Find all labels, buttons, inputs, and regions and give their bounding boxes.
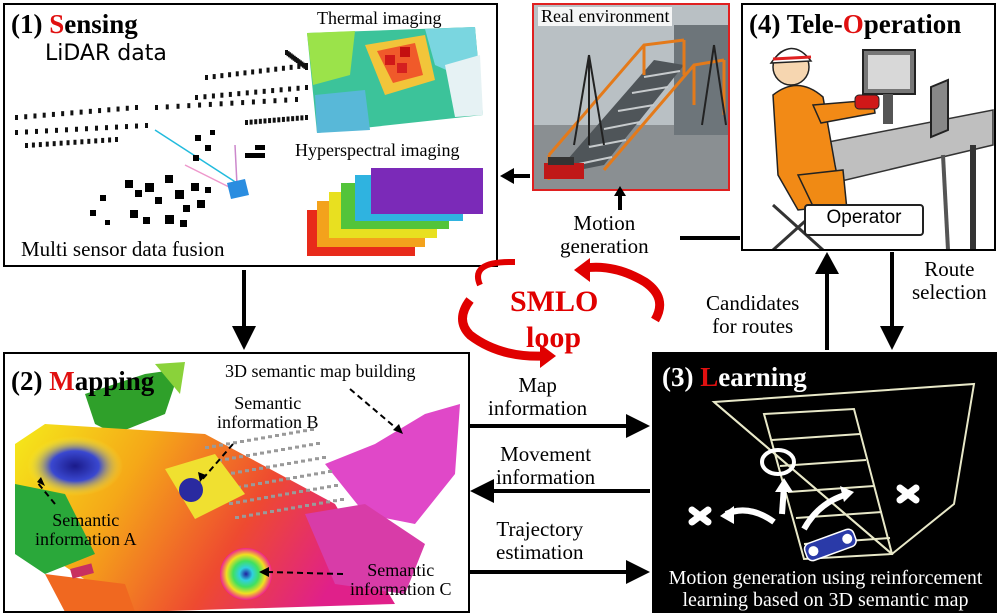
teleoperation-panel: (4) Tele-Operation Operator	[741, 3, 996, 251]
semantic-map	[15, 362, 460, 611]
learning-caption: Motion generation using reinforcement le…	[668, 567, 983, 611]
movement-information-label: Movement information	[496, 442, 596, 489]
operator-illustration	[769, 47, 994, 249]
motion-generation-label: Motion generation	[560, 211, 649, 258]
thermal-label: Thermal imaging	[317, 8, 442, 28]
map-building-label: 3D semantic map building	[225, 361, 416, 381]
trajectory-estimation-label: Trajectory estimation	[496, 517, 584, 564]
learning-bridge-diagram	[688, 382, 976, 562]
map-information-label: Map information	[488, 373, 588, 420]
mapping-panel: (2) Mapping 3D semantic map building Sem…	[3, 352, 470, 613]
hyperspectral-label: Hyperspectral imaging	[295, 140, 460, 160]
real-environment-label: Real environment	[538, 6, 673, 27]
hyperspectral-stack	[307, 168, 483, 256]
learning-panel: (3) Learning Motion generation using rei…	[652, 352, 997, 613]
smlo-loop-label-line1: SMLO	[510, 285, 599, 318]
learning-title: (3) Learning	[662, 362, 807, 392]
semantic-b-label: Semantic information B	[217, 393, 319, 433]
lidar-point-cloud	[15, 50, 308, 227]
thermal-image	[307, 27, 483, 133]
lidar-label: LiDAR data	[45, 41, 167, 66]
mapping-title: (2) Mapping	[11, 366, 155, 396]
semantic-c-label: Semantic information C	[350, 560, 452, 600]
sensing-title: (1) Sensing	[11, 9, 138, 39]
smlo-loop-label-line2: loop	[526, 321, 582, 354]
route-selection-label: Route selection	[912, 257, 987, 304]
operator-tag: Operator	[826, 207, 902, 228]
sensing-panel: (1) Sensing LiDAR data Thermal imaging H…	[3, 3, 498, 267]
real-environment-photo: Real environment	[532, 3, 730, 191]
fusion-label: Multi sensor data fusion	[21, 237, 225, 261]
teleoperation-title: (4) Tele-Operation	[749, 9, 962, 39]
semantic-a-label: Semantic information A	[35, 510, 137, 550]
candidates-for-routes-label: Candidates for routes	[706, 291, 800, 338]
